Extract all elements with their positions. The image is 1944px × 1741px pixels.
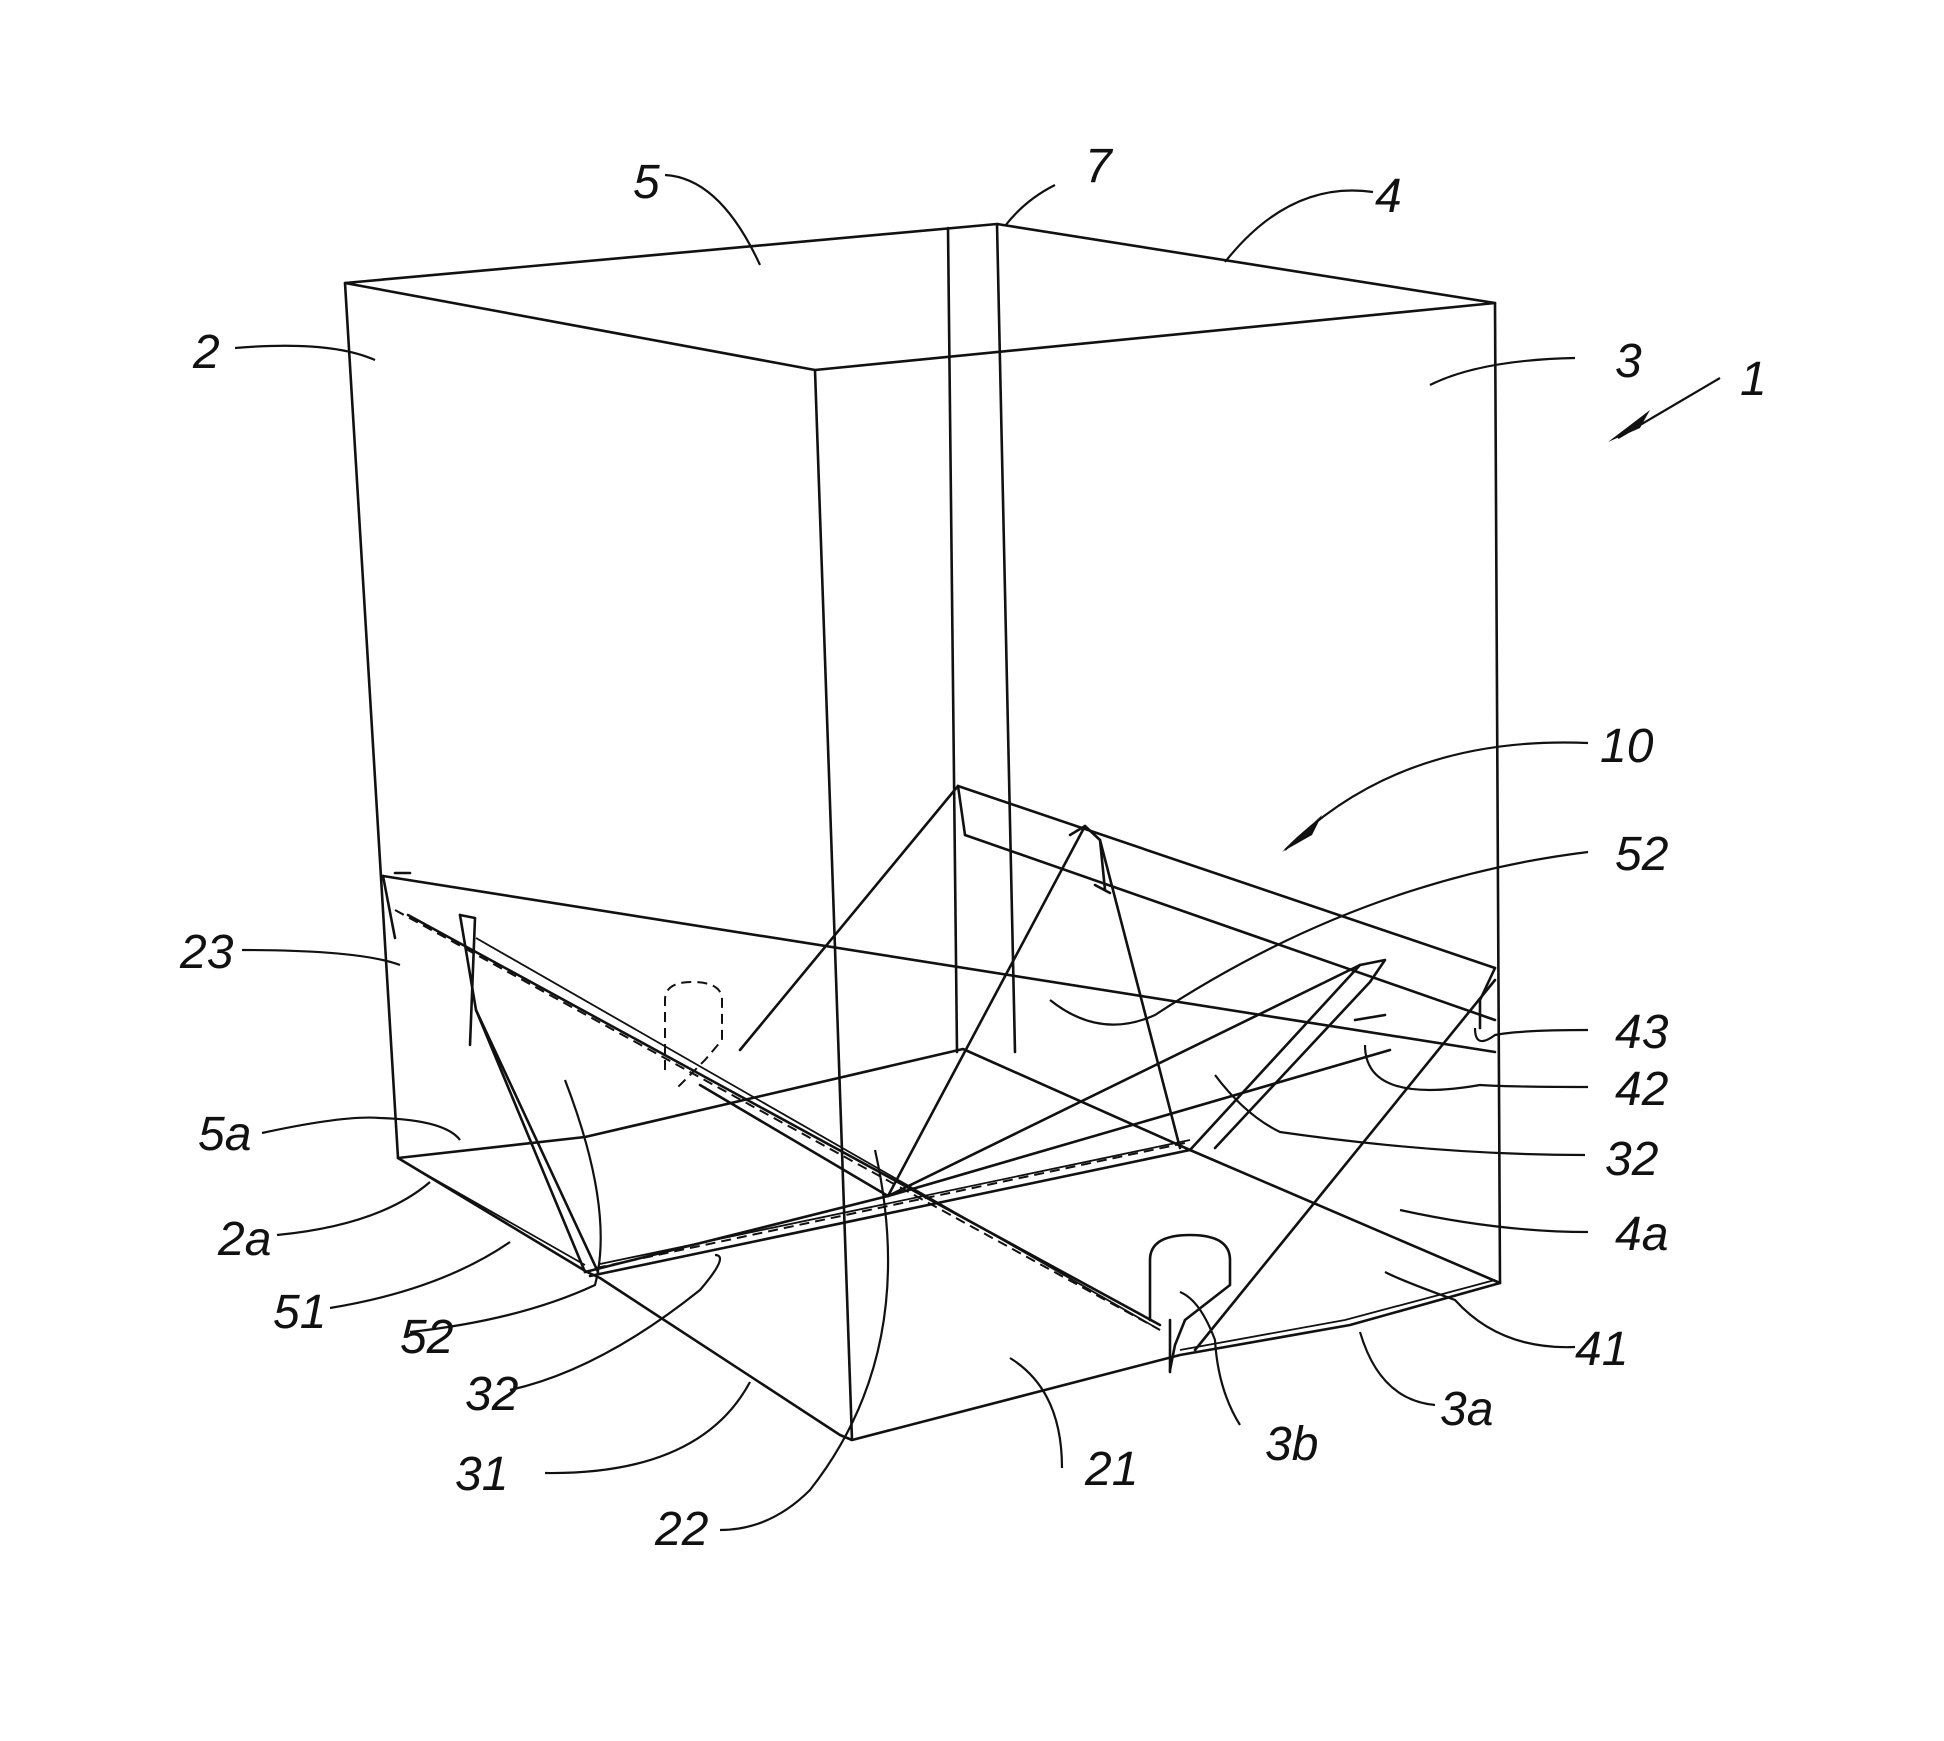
arrowhead-10 [1282,815,1322,852]
ref-label-32-left: 32 [465,1368,518,1421]
ref-label-51: 51 [273,1286,326,1339]
ref-label-1: 1 [1740,353,1767,406]
ref-label-52-front: 52 [400,1311,453,1364]
ref-label-43: 43 [1615,1006,1669,1059]
ref-label-22: 22 [654,1503,708,1556]
ref-label-2a: 2a [217,1213,271,1266]
ref-label-3b: 3b [1265,1418,1318,1471]
ref-label-52-rear: 52 [1615,828,1668,881]
ref-label-3a: 3a [1440,1383,1493,1436]
ref-label-4a: 4a [1615,1208,1668,1261]
ref-label-4: 4 [1375,170,1402,223]
ref-label-7: 7 [1085,140,1114,193]
ref-label-31: 31 [455,1448,508,1501]
ref-label-10: 10 [1600,720,1654,773]
bottom-flaps [383,786,1500,1372]
ref-label-32-right: 32 [1605,1133,1658,1186]
ref-label-41: 41 [1575,1323,1628,1376]
ref-label-2: 2 [192,326,220,379]
box-outline [345,224,1500,1440]
ref-label-21: 21 [1084,1443,1138,1496]
arrowhead-1 [1608,410,1650,442]
ref-label-5: 5 [633,156,660,209]
ref-label-5a: 5a [198,1108,251,1161]
ref-label-23: 23 [179,926,234,979]
ref-label-42: 42 [1615,1063,1668,1116]
ref-label-3: 3 [1615,335,1642,388]
